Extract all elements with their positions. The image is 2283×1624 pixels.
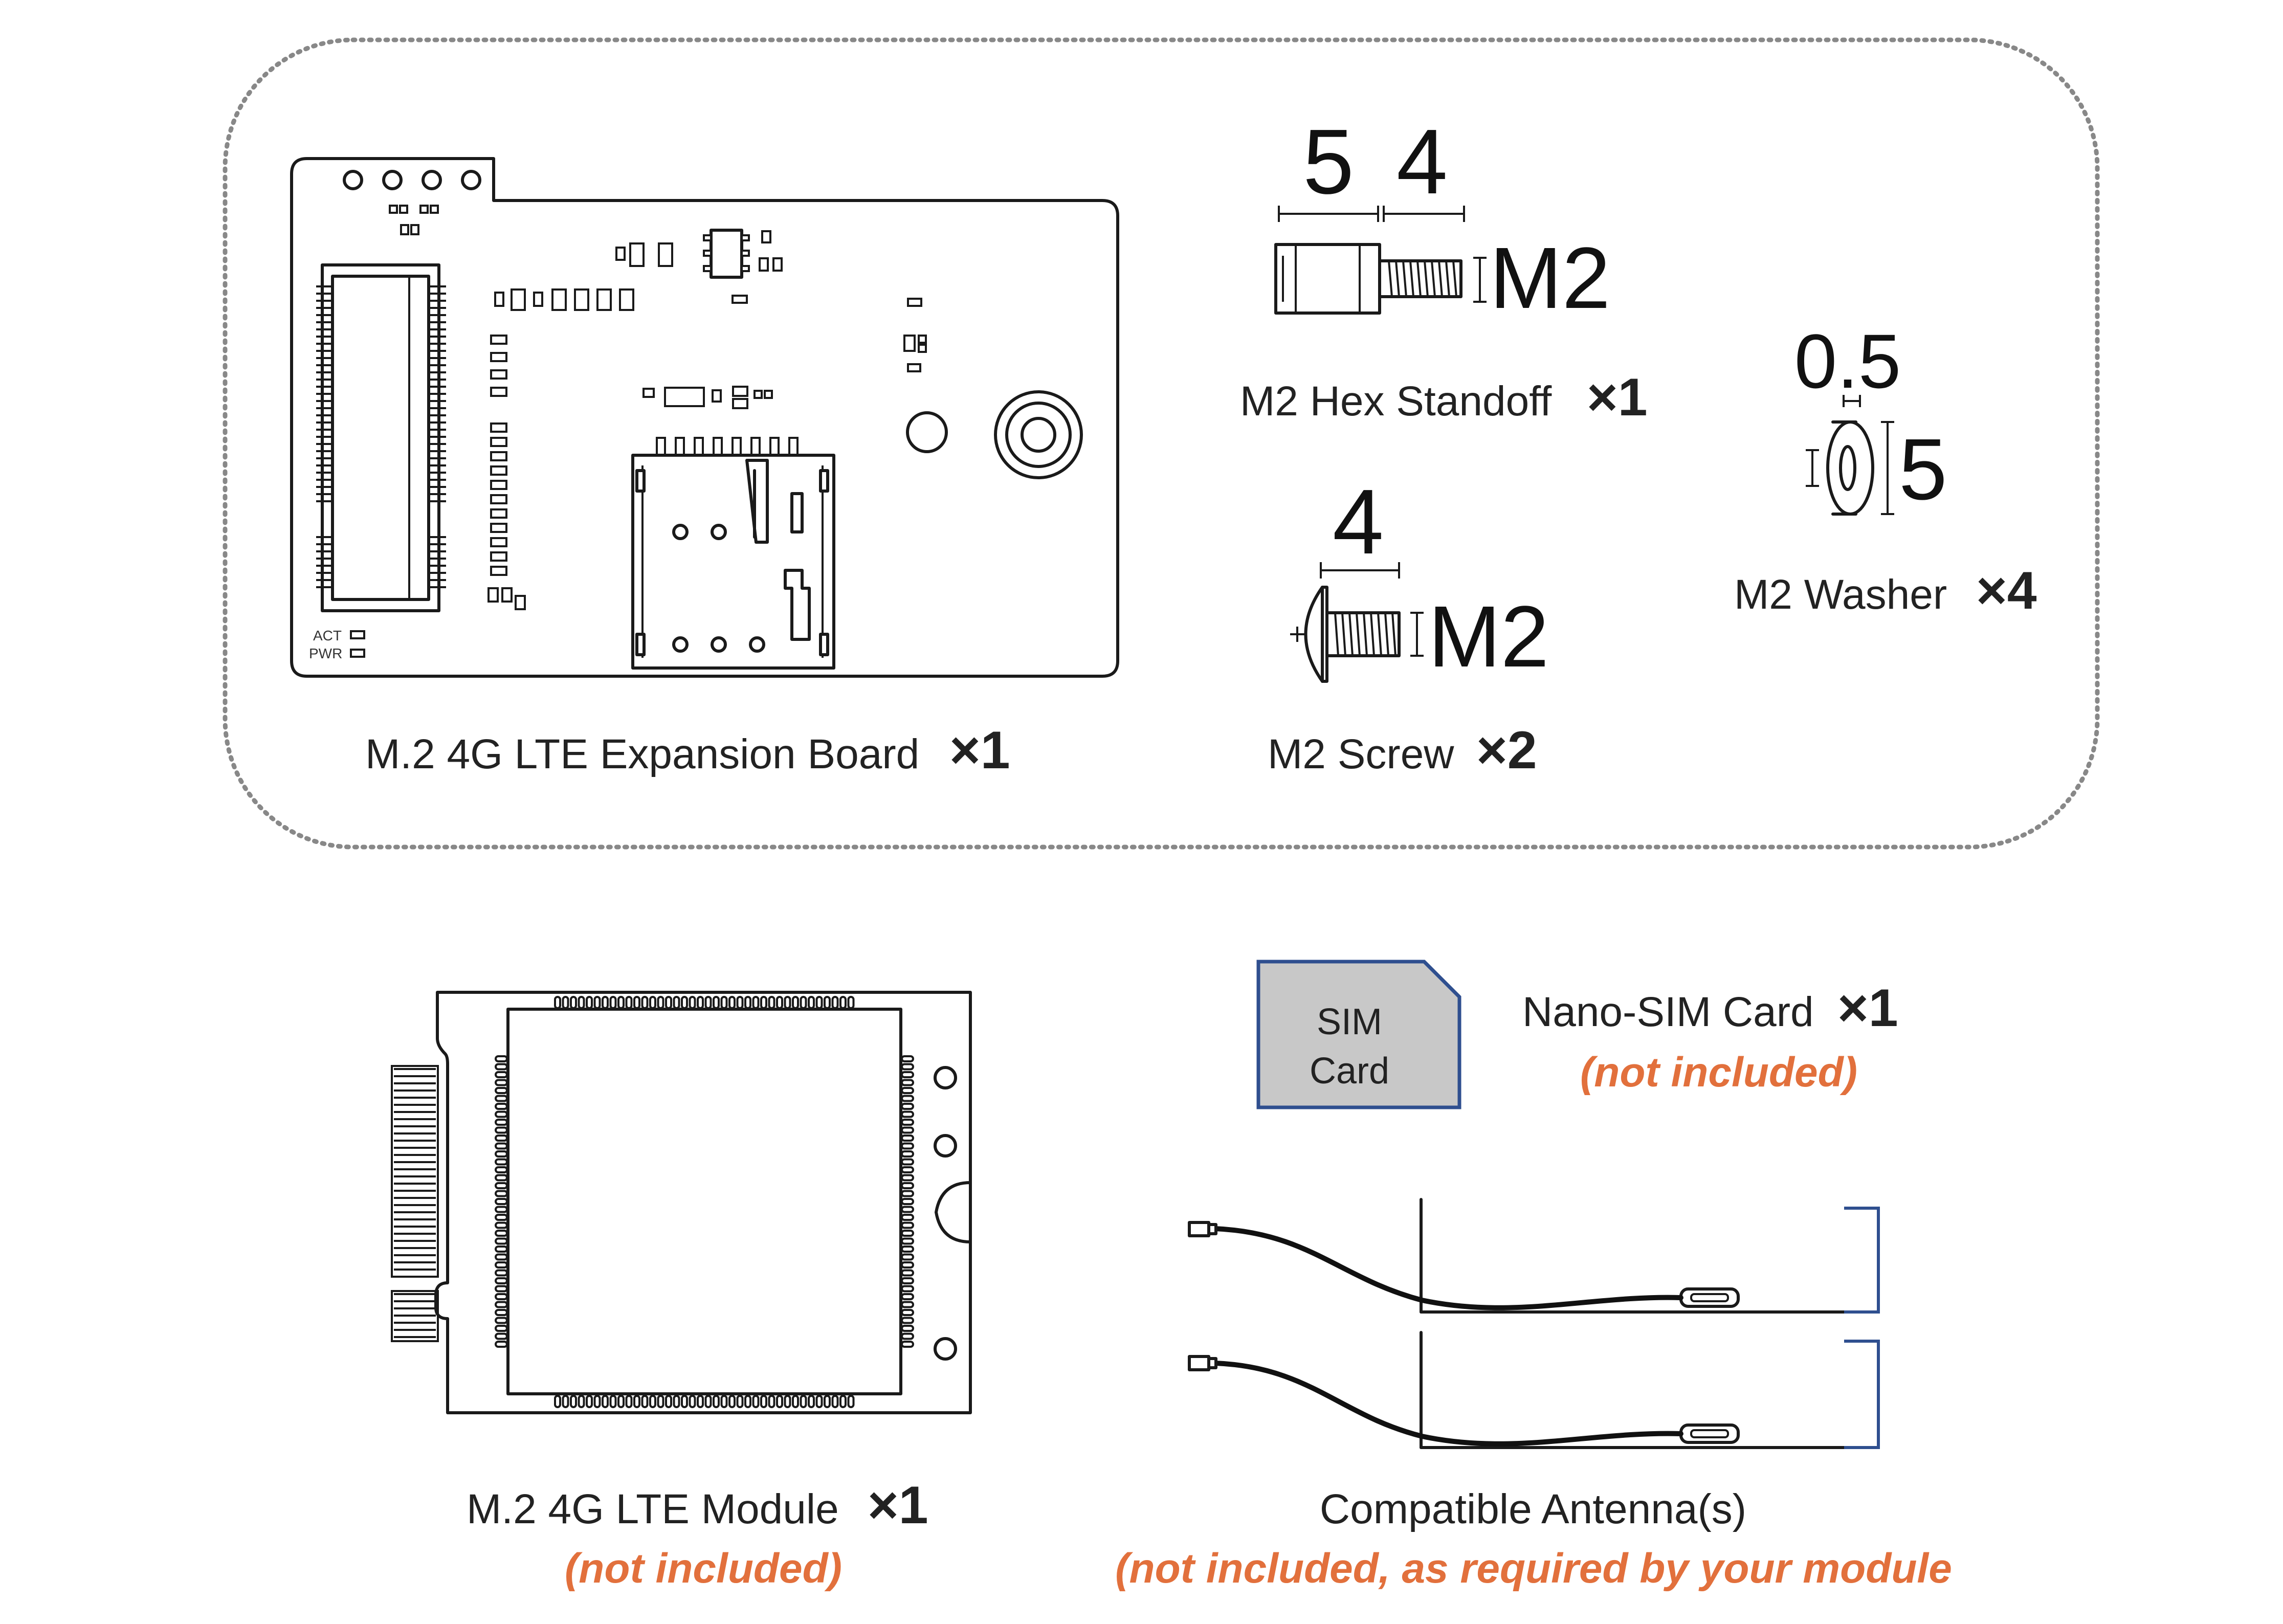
screw-label: M2 Screw [1268,731,1454,777]
lte-module-drawing [391,991,972,1414]
sim-card-line1: SIM [1317,1002,1382,1042]
screw-qty: ×2 [1476,721,1537,780]
standoff-thread-size: M2 [1490,230,1610,327]
antenna-label: Compatible Antenna(s) [1320,1486,1746,1532]
washer-drawing: 0.5 5 [1794,318,1947,518]
sim-card-drawing: SIM Card [1256,960,1461,1109]
act-silk-label: ACT [313,628,342,643]
pwr-silk-label: PWR [309,646,342,661]
sim-card-note: (not included) [1580,1049,1857,1096]
washer-thickness-dim: 0.5 [1794,318,1901,404]
hex-standoff-drawing: 5 4 M2 [1274,110,1610,327]
expansion-board-drawing: ACT PWR [290,157,1119,678]
expansion-board-qty: ×1 [949,721,1010,780]
standoff-thread-dim: 4 [1397,110,1448,213]
screw-thread-size: M2 [1428,588,1549,685]
sim-card-label: Nano-SIM Card [1522,989,1814,1035]
standoff-body-dim: 5 [1303,110,1354,213]
antenna-note: (not included, as required by your modul… [1115,1545,1952,1592]
antenna-drawing [1188,1198,1880,1449]
sim-card-qty: ×1 [1837,978,1898,1038]
washer-diameter-dim: 5 [1899,421,1947,518]
washer-label: M2 Washer [1734,571,1947,618]
washer-qty: ×4 [1976,561,2037,620]
sim-card-line2: Card [1310,1051,1389,1092]
hex-standoff-qty: ×1 [1587,368,1648,427]
screw-drawing: 4 M2 [1290,471,1549,685]
lte-module-label: M.2 4G LTE Module [467,1486,839,1532]
lte-module-note: (not included) [565,1545,842,1592]
lte-module-qty: ×1 [868,1476,928,1535]
expansion-board-label: M.2 4G LTE Expansion Board [365,731,919,777]
hex-standoff-label: M2 Hex Standoff [1240,378,1551,425]
included-items-border [223,37,2100,850]
screw-length-dim: 4 [1333,471,1384,573]
